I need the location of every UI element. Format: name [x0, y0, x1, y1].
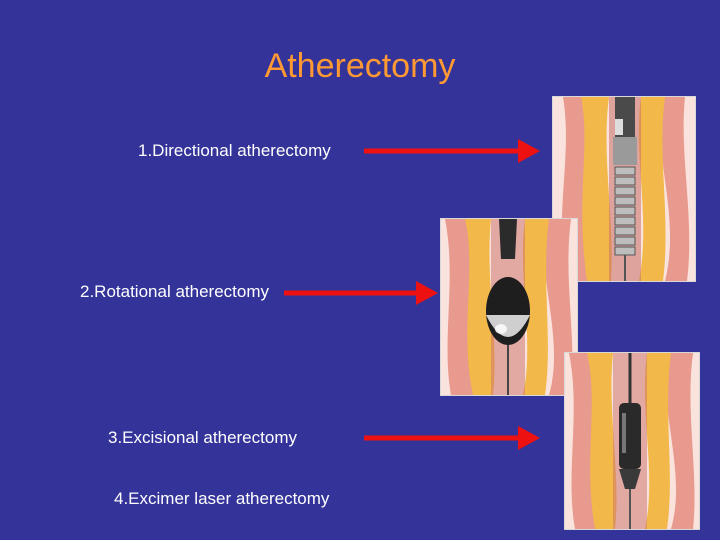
item-directional: 1.Directional atherectomy — [138, 141, 331, 160]
rotational-atherectomy-illustration — [440, 218, 578, 396]
arrow-directional — [364, 139, 540, 163]
directional-atherectomy-illustration — [552, 96, 696, 282]
item-rotational: 2.Rotational atherectomy — [80, 282, 269, 301]
item-excimer-laser: 4.Excimer laser atherectomy — [114, 489, 330, 508]
arrow-rotational — [284, 281, 438, 305]
item-excisional: 3.Excisional atherectomy — [108, 428, 297, 447]
slide-title: Atherectomy — [264, 47, 456, 85]
excisional-atherectomy-illustration — [564, 352, 700, 530]
arrow-excisional — [364, 426, 540, 450]
